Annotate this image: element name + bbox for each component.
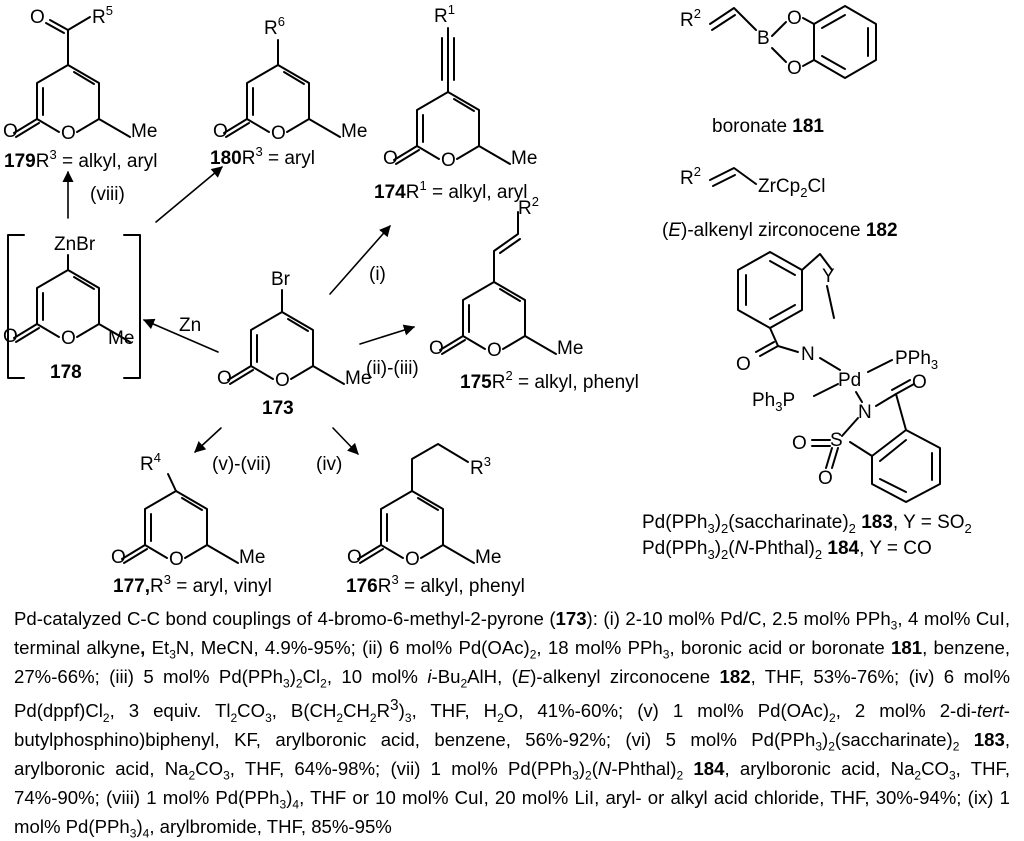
pd-complex-183-184: O Y N Pd PPh3 Ph3P N O S O O Pd(PPh3)2(s… bbox=[642, 251, 972, 562]
svg-text:(iv): (iv) bbox=[316, 454, 342, 475]
svg-text:O: O bbox=[792, 433, 807, 454]
svg-text:Pd: Pd bbox=[838, 370, 861, 391]
label-180: 180R3 = aryl bbox=[210, 144, 315, 169]
carbonyl-oxygen: O bbox=[30, 7, 45, 28]
svg-text:R6: R6 bbox=[264, 14, 285, 39]
svg-text:ZrCp2Cl: ZrCp2Cl bbox=[758, 176, 825, 200]
zirconocene-182: R2 ZrCp2Cl (E)-alkenyl zirconocene 182 bbox=[662, 164, 898, 241]
svg-text:R3: R3 bbox=[470, 454, 491, 479]
svg-text:R5: R5 bbox=[92, 3, 113, 28]
svg-text:Y: Y bbox=[822, 266, 835, 287]
svg-text:Me: Me bbox=[108, 328, 134, 349]
svg-text:N: N bbox=[858, 402, 872, 423]
label-183: Pd(PPh3)2(saccharinate)2 183, Y = SO2 bbox=[642, 512, 972, 536]
svg-text:R4: R4 bbox=[140, 450, 161, 475]
svg-text:S: S bbox=[830, 430, 843, 451]
svg-text:(ii)-(iii): (ii)-(iii) bbox=[366, 358, 419, 379]
svg-text:(v)-(vii): (v)-(vii) bbox=[212, 454, 271, 475]
svg-text:O: O bbox=[3, 326, 18, 347]
label-177: 177,R3 = aryl, vinyl bbox=[113, 572, 272, 597]
svg-text:O: O bbox=[61, 123, 76, 144]
svg-text:O: O bbox=[912, 372, 927, 393]
svg-text:R2: R2 bbox=[518, 194, 539, 219]
label-173: 173 bbox=[262, 398, 294, 419]
svg-text:O: O bbox=[383, 148, 398, 169]
scheme-caption: Pd-catalyzed C-C bond couplings of 4-bro… bbox=[14, 608, 1011, 841]
label-175: 175R2 = alkyl, phenyl bbox=[460, 368, 639, 393]
compound-177: R4 O O Me 177,R3 = aryl, vinyl bbox=[111, 450, 272, 597]
svg-text:O: O bbox=[405, 549, 420, 570]
svg-text:R2: R2 bbox=[680, 164, 701, 189]
svg-text:Me: Me bbox=[131, 121, 157, 142]
svg-text:(i): (i) bbox=[369, 264, 386, 285]
label-184: Pd(PPh3)2(N-Phthal)2 184, Y = CO bbox=[642, 538, 932, 562]
compound-173: Br O O Me 173 bbox=[217, 269, 371, 419]
svg-text:O: O bbox=[441, 150, 456, 171]
svg-text:Me: Me bbox=[239, 547, 265, 568]
label-174: 174R1 = alkyl, aryl bbox=[374, 178, 528, 203]
svg-text:O: O bbox=[787, 58, 802, 79]
svg-text:Br: Br bbox=[271, 269, 291, 290]
svg-text:O: O bbox=[217, 368, 232, 389]
compound-179: O R5 O O Me 179R3 = alkyl, aryl bbox=[3, 3, 158, 172]
svg-text:Me: Me bbox=[345, 368, 371, 389]
compound-174: R1 O O Me 174R1 = alkyl, aryl bbox=[374, 2, 537, 203]
label-182: (E)-alkenyl zirconocene 182 bbox=[662, 220, 898, 241]
svg-text:O: O bbox=[213, 121, 228, 142]
svg-text:Me: Me bbox=[341, 121, 367, 142]
svg-text:Me: Me bbox=[557, 338, 583, 359]
label-178: 178 bbox=[50, 362, 82, 383]
svg-text:O: O bbox=[429, 338, 444, 359]
boronate-181: R2 B O O boronate 181 bbox=[680, 5, 877, 137]
svg-text:O: O bbox=[61, 328, 76, 349]
svg-text:R1: R1 bbox=[434, 2, 455, 27]
label-176: 176R3 = alkyl, phenyl bbox=[346, 572, 525, 597]
svg-text:O: O bbox=[347, 547, 362, 568]
svg-text:B: B bbox=[757, 28, 770, 49]
svg-text:(viii): (viii) bbox=[90, 184, 125, 205]
svg-text:O: O bbox=[487, 340, 502, 361]
svg-text:O: O bbox=[787, 8, 802, 29]
svg-text:O: O bbox=[169, 549, 184, 570]
svg-text:O: O bbox=[3, 121, 18, 142]
label-179: 179R3 = alkyl, aryl bbox=[4, 147, 158, 172]
compound-176: R3 O O Me 176R3 = alkyl, phenyl bbox=[346, 443, 525, 597]
svg-text:Me: Me bbox=[475, 547, 501, 568]
svg-text:Zn: Zn bbox=[179, 315, 201, 336]
compound-175: R2 O O Me 175R2 = alkyl, phenyl bbox=[429, 194, 639, 393]
svg-text:O: O bbox=[275, 370, 290, 391]
svg-text:R2: R2 bbox=[680, 6, 701, 31]
svg-text:N: N bbox=[801, 344, 815, 365]
reaction-scheme: O R5 O O Me 179R3 = alkyl, aryl R6 O O M… bbox=[3, 2, 972, 597]
svg-text:O: O bbox=[271, 123, 286, 144]
svg-text:PPh3: PPh3 bbox=[895, 348, 938, 372]
compound-180: R6 O O Me 180R3 = aryl bbox=[210, 14, 367, 169]
svg-text:ZnBr: ZnBr bbox=[54, 234, 96, 255]
svg-text:O: O bbox=[736, 354, 751, 375]
svg-text:O: O bbox=[111, 547, 126, 568]
svg-text:O: O bbox=[818, 468, 833, 489]
label-181: boronate 181 bbox=[712, 116, 824, 137]
reaction-arrows: (viii) (i) (ii)-(iii) Zn (v)-(vii) (iv) bbox=[62, 166, 419, 475]
svg-text:Ph3P: Ph3P bbox=[752, 390, 795, 414]
compound-178: ZnBr O O Me 178 bbox=[3, 234, 141, 383]
svg-text:Me: Me bbox=[511, 148, 537, 169]
